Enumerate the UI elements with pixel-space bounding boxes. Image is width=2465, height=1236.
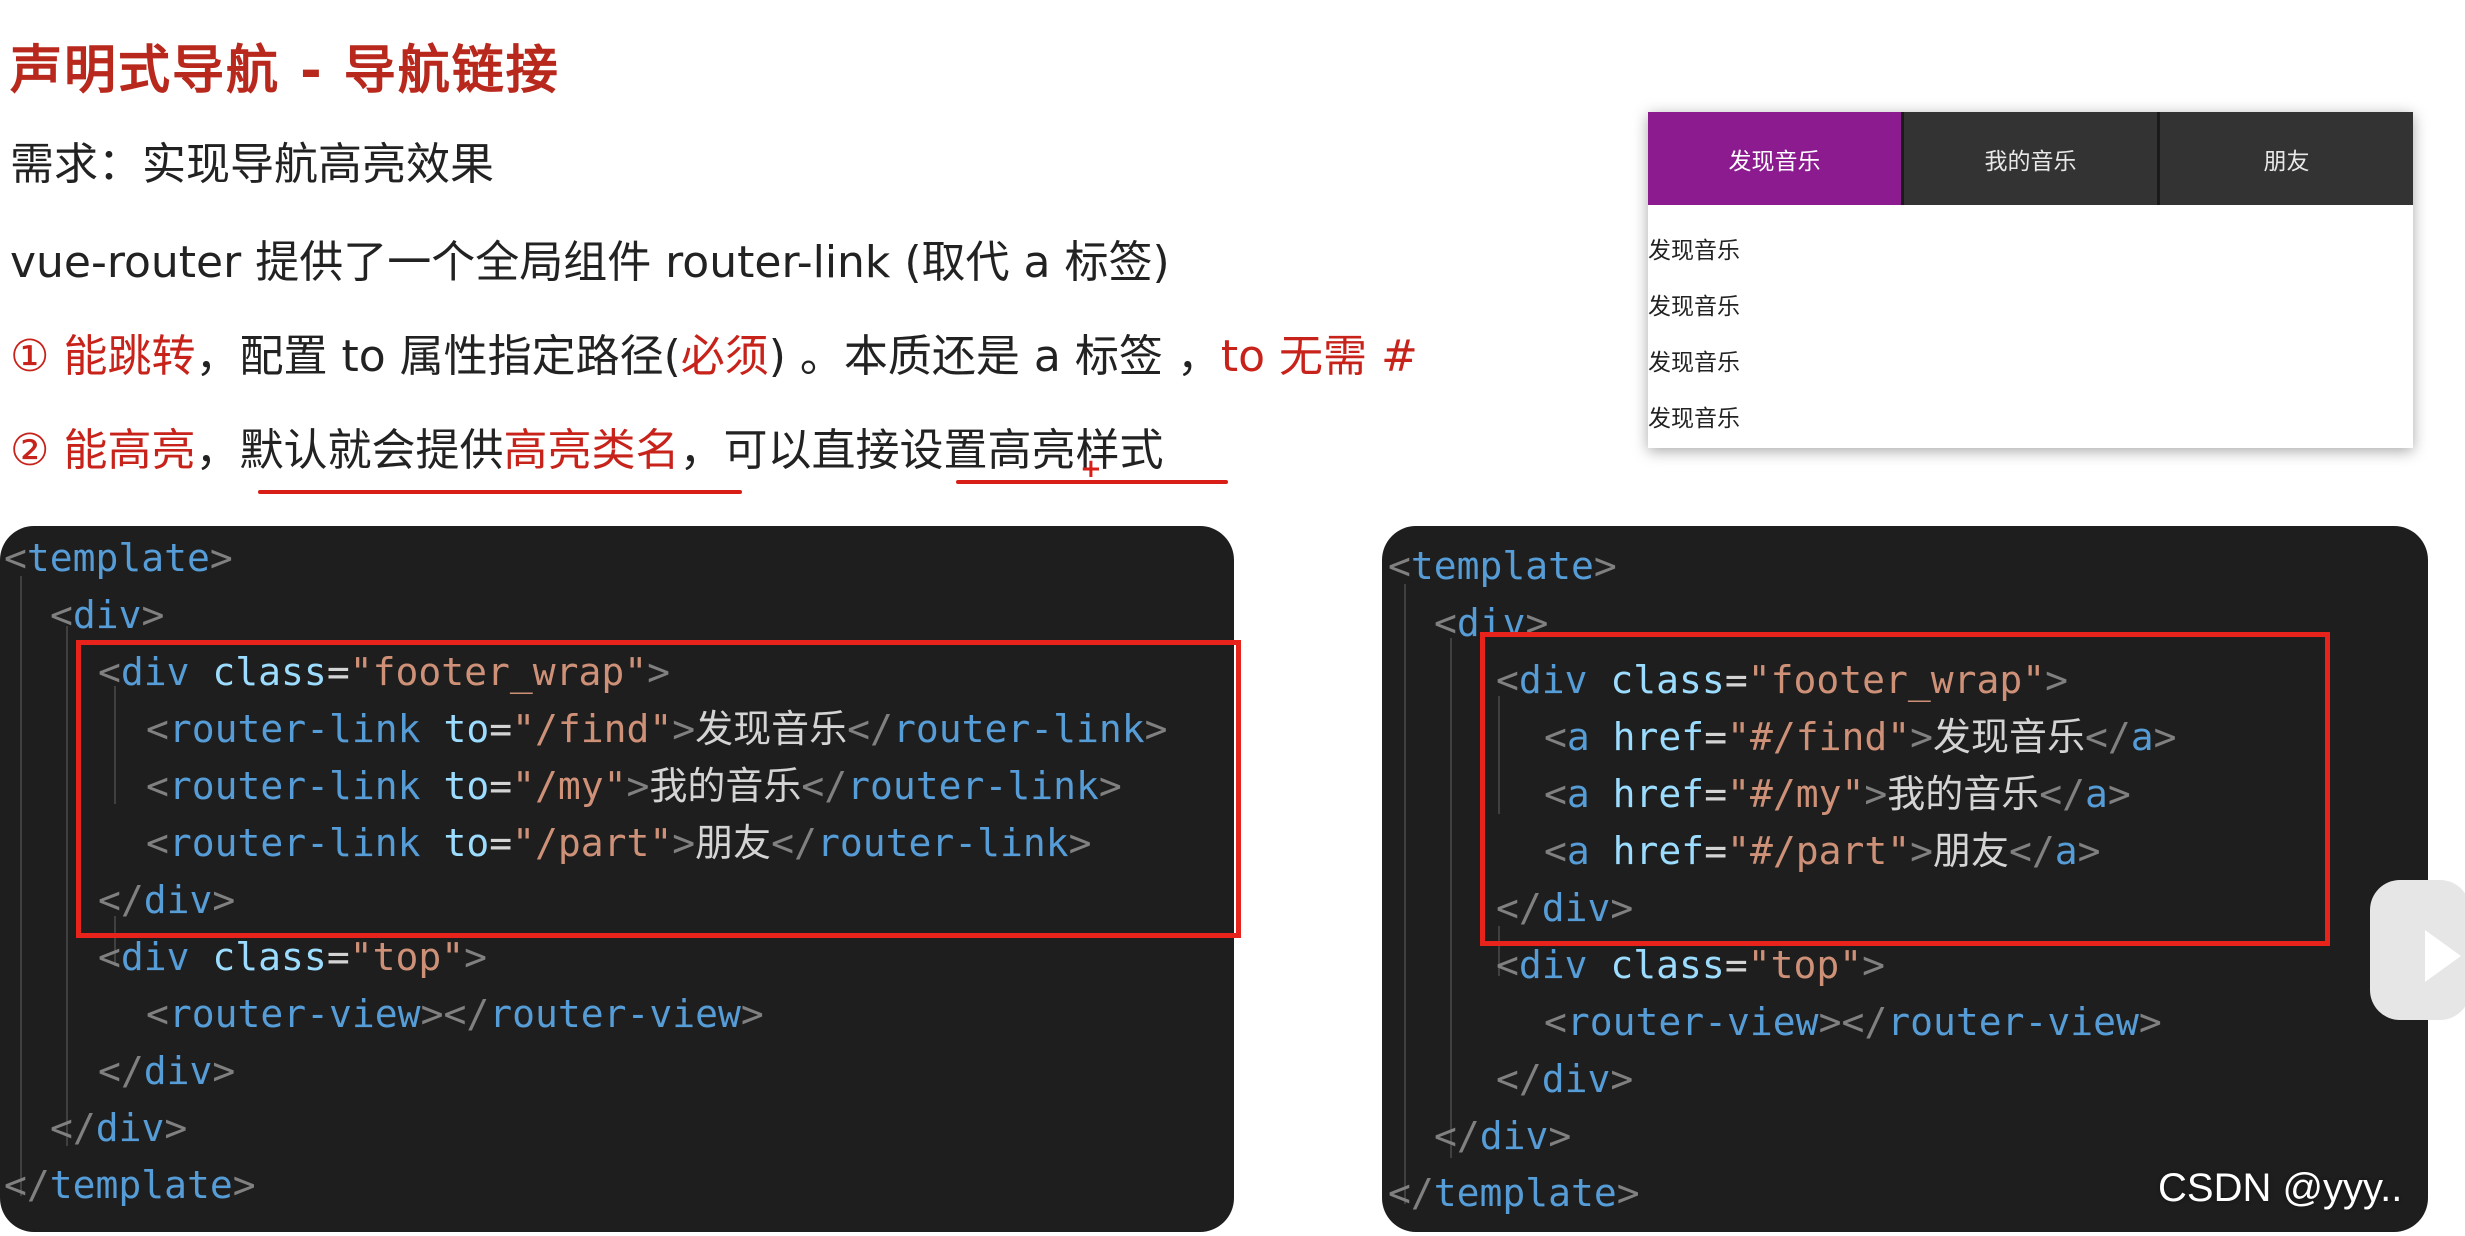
point-1-must: 必须	[680, 331, 769, 382]
code-line: </div>	[98, 878, 236, 922]
preview-item: 发现音乐	[1648, 350, 1740, 376]
point-1-note: to 无需 #	[1220, 331, 1418, 382]
point-2-tail: ，可以直接设置高亮样式	[679, 425, 1164, 476]
indent-guide	[1404, 584, 1406, 1204]
page-title: 声明式导航 - 导航链接	[10, 41, 560, 101]
point-1: ① 能跳转，配置 to 属性指定路径(必须) 。本质还是 a 标签 ，to 无需…	[10, 320, 1418, 384]
preview-item: 发现音乐	[1648, 406, 1740, 432]
preview-tab-my[interactable]: 我的音乐	[1901, 112, 2157, 205]
code-line: </div>	[1434, 1114, 1572, 1158]
indent-guide	[1498, 696, 1500, 814]
highlight-box	[76, 640, 1241, 938]
intro-text: vue-router 提供了一个全局组件 router-link (取代 a 标…	[10, 237, 1170, 288]
code-line: <div class="footer_wrap">	[1496, 658, 2069, 702]
code-line: </div>	[1496, 886, 1634, 930]
preview-item: 发现音乐	[1648, 238, 1740, 264]
code-line: </template>	[4, 1163, 256, 1207]
code-line: <router-view></router-view>	[146, 992, 764, 1036]
code-line: <router-view></router-view>	[1544, 1000, 2162, 1044]
code-line: <div class="footer_wrap">	[98, 650, 671, 694]
point-2: ② 能高亮，默认就会提供高亮类名，可以直接设置高亮样式	[10, 414, 1163, 478]
preview-tab-friend[interactable]: 朋友	[2157, 112, 2413, 205]
indent-guide	[114, 916, 116, 966]
code-line: </template>	[1388, 1171, 1640, 1215]
point-2-highlight: 高亮类名	[503, 425, 680, 476]
point-2-num: ②	[10, 425, 50, 476]
code-line: <div>	[50, 593, 165, 637]
code-line: <template>	[1388, 544, 1617, 588]
point-1-tail: ) 。本质还是 a 标签 ，	[768, 331, 1221, 382]
code-line: <div class="top">	[98, 935, 487, 979]
preview-tab-find[interactable]: 发现音乐	[1648, 112, 1901, 205]
code-line: <router-link to="/find">发现音乐</router-lin…	[146, 707, 1168, 751]
point-1-head: 能跳转	[63, 331, 196, 382]
code-line: </div>	[50, 1106, 188, 1150]
code-line: <template>	[4, 536, 233, 580]
indent-guide	[20, 576, 22, 1196]
nav-preview: 发现音乐 我的音乐 朋友 发现音乐 发现音乐 发现音乐 发现音乐	[1648, 112, 2413, 448]
requirement-text: 需求：实现导航高亮效果	[10, 139, 494, 190]
play-icon	[2425, 930, 2461, 982]
code-line: <router-link to="/part">朋友</router-link>	[146, 821, 1092, 865]
code-line: <router-link to="/my">我的音乐</router-link>	[146, 764, 1122, 808]
underline-mark-2	[956, 480, 1228, 484]
indent-guide	[114, 686, 116, 804]
underline-mark-1	[258, 490, 742, 494]
point-2-mid: ，默认就会提供	[195, 425, 504, 476]
indent-guide	[1450, 638, 1452, 1158]
code-line: <a href="#/part">朋友</a>	[1544, 829, 2101, 873]
preview-content: 发现音乐 发现音乐 发现音乐 发现音乐	[1648, 205, 2413, 447]
code-line: <div class="top">	[1496, 943, 1885, 987]
highlight-box	[1480, 632, 2330, 946]
indent-guide	[66, 626, 68, 1146]
preview-nav-bar: 发现音乐 我的音乐 朋友	[1648, 112, 2413, 205]
point-1-mid: ，配置 to 属性指定路径(	[195, 331, 681, 382]
code-line: <a href="#/my">我的音乐</a>	[1544, 772, 2131, 816]
preview-item: 发现音乐	[1648, 294, 1740, 320]
point-2-head: 能高亮	[63, 425, 196, 476]
cursor-cross-icon: +	[1080, 454, 1102, 484]
indent-guide	[1498, 926, 1500, 976]
point-1-num: ①	[10, 331, 50, 382]
code-line: </div>	[1496, 1057, 1634, 1101]
code-line: <a href="#/find">发现音乐</a>	[1544, 715, 2177, 759]
watermark: CSDN @yyy..	[2158, 1166, 2403, 1210]
code-line: </div>	[98, 1049, 236, 1093]
code-panel-a-tag: <template> <div> <div class="footer_wrap…	[1382, 526, 2428, 1232]
